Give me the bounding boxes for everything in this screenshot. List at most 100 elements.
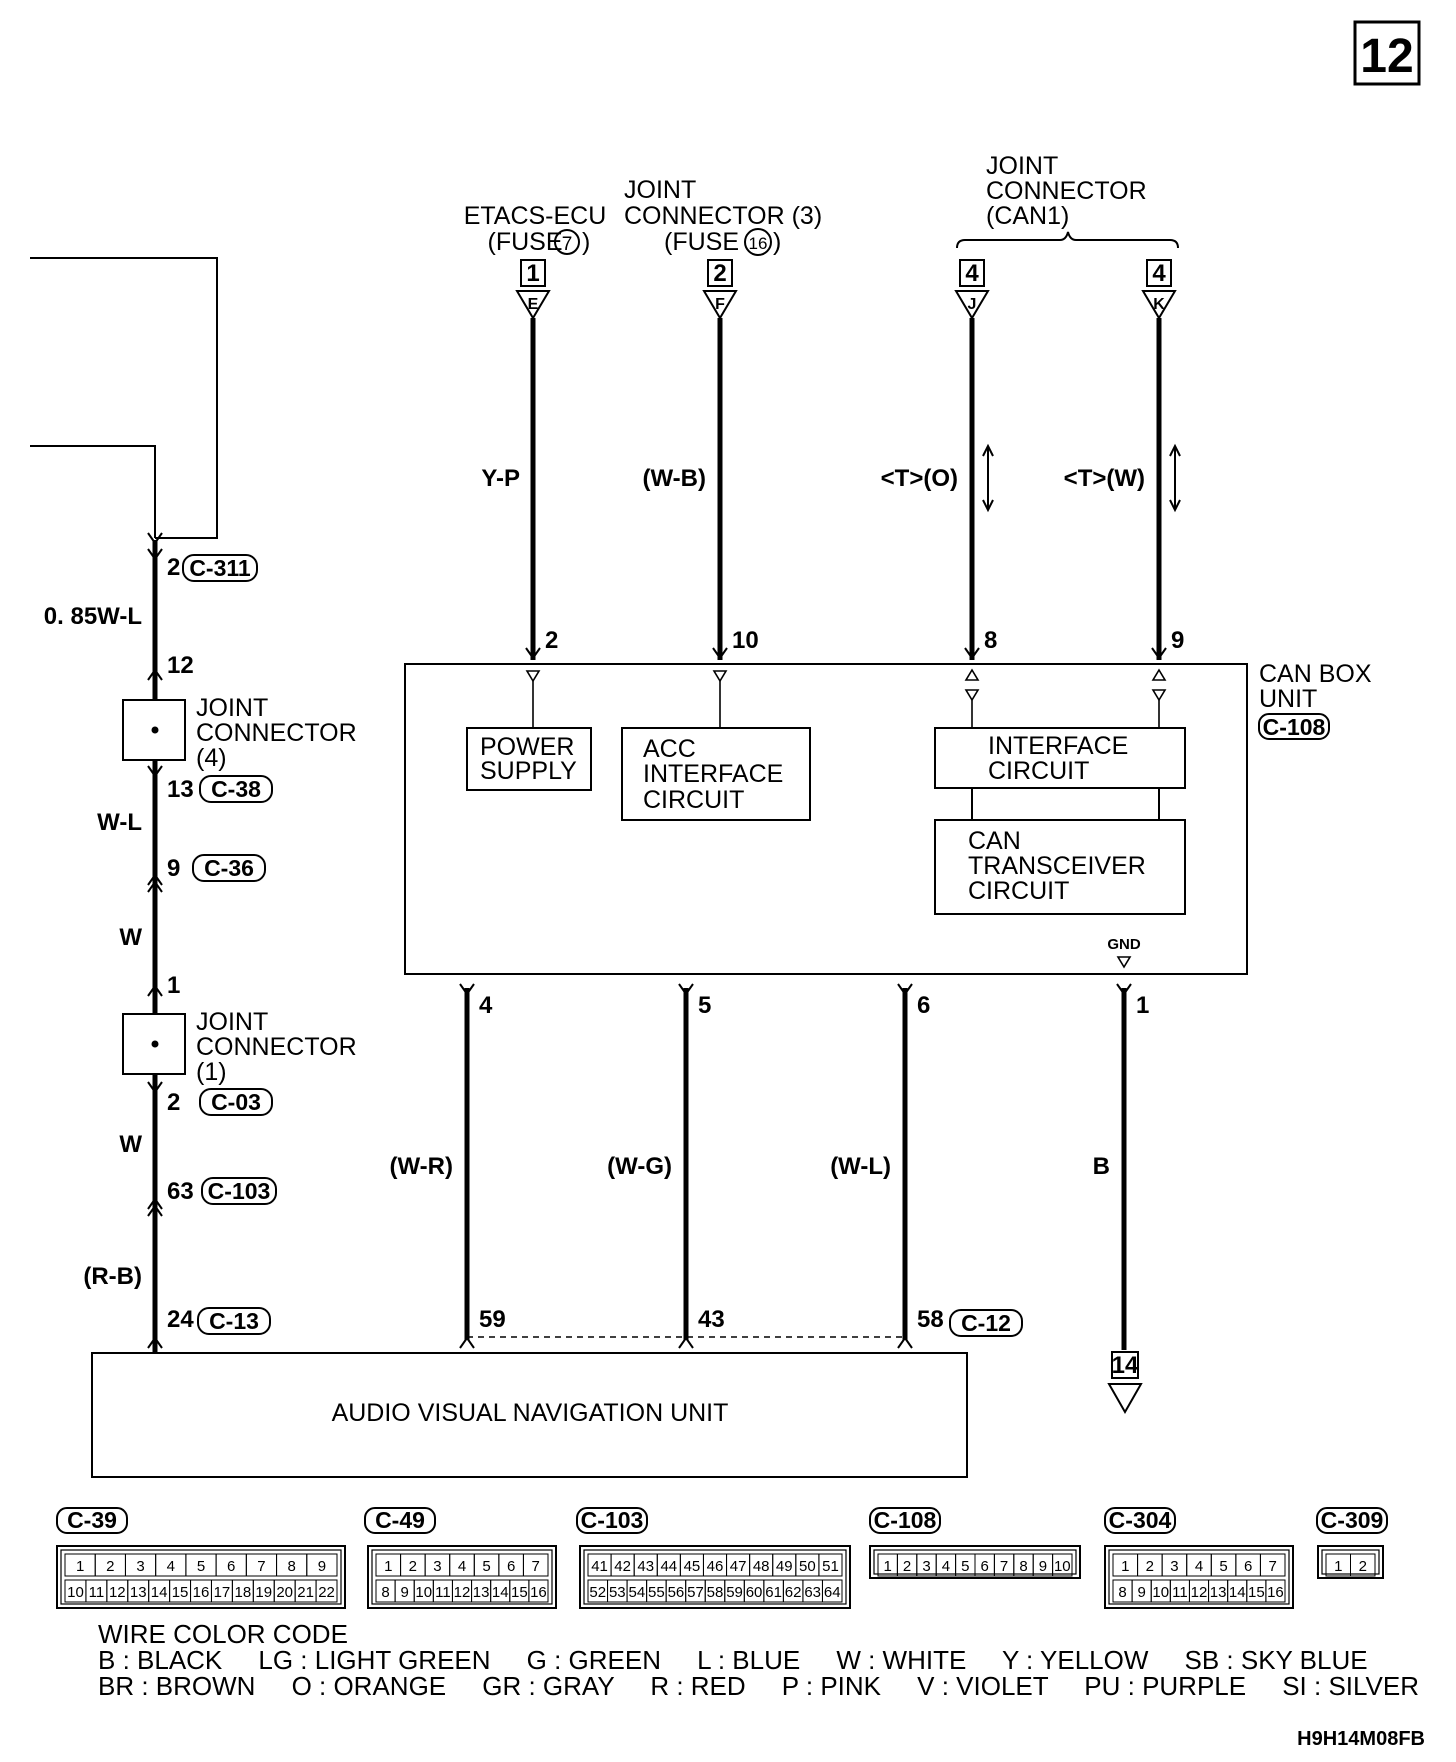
connector-pin-label: 2 <box>903 1558 911 1575</box>
svg-text:14: 14 <box>1112 1352 1139 1379</box>
top-wire-terminal-marks <box>525 647 1167 660</box>
connector-pin-label: 6 <box>507 1558 515 1575</box>
wire-label-y-p: Y-P <box>481 465 520 492</box>
connector-pin-label: 18 <box>235 1584 252 1601</box>
connector-pin-label: 11 <box>435 1584 451 1601</box>
connector-view-id: C-103 <box>581 1507 644 1533</box>
connector-pin-label: 8 <box>1118 1584 1126 1601</box>
joint-connector-4: 12 JOINT CONNECTOR (4) 13 C-38 <box>122 652 357 803</box>
wire-label-b: B <box>1093 1153 1110 1180</box>
svg-text:7: 7 <box>562 234 573 255</box>
connector-pin-label: 6 <box>981 1558 989 1575</box>
connector-pin-label: 16 <box>530 1584 547 1601</box>
connector-pin-label: 1 <box>1121 1558 1129 1575</box>
svg-text:C-03: C-03 <box>211 1089 261 1115</box>
svg-text:CAN BOX: CAN BOX <box>1259 660 1372 688</box>
svg-text:): ) <box>773 228 781 256</box>
svg-text:POWER: POWER <box>480 733 574 761</box>
connector-pin-label: 15 <box>1248 1584 1265 1601</box>
wire-label-w-b: (W-B) <box>643 465 706 492</box>
svg-text:4: 4 <box>965 260 979 287</box>
connector-c12-id: C-12 <box>949 1309 1023 1337</box>
svg-text:2: 2 <box>167 554 180 581</box>
connector-view-id: C-304 <box>1109 1507 1172 1533</box>
wire-label-w-l-left: W-L <box>97 809 142 836</box>
svg-text:JOINT: JOINT <box>196 694 268 722</box>
wire-label-w-g: (W-G) <box>607 1153 672 1180</box>
connector-pin-label: 64 <box>824 1584 841 1601</box>
wire-label-w-r: (W-R) <box>390 1153 453 1180</box>
connector-view-id: C-309 <box>1321 1507 1384 1533</box>
connector-pin-label: 10 <box>415 1584 432 1601</box>
connector-pin-label: 60 <box>746 1584 763 1601</box>
svg-text:TRANSCEIVER: TRANSCEIVER <box>968 852 1146 880</box>
svg-text:ACC: ACC <box>643 735 696 763</box>
connector-pin-label: 11 <box>89 1584 105 1601</box>
connector-pin-label: 14 <box>492 1584 509 1601</box>
svg-text:63: 63 <box>167 1178 194 1205</box>
wire-label-w-l: (W-L) <box>830 1153 891 1180</box>
connector-pin-label: 54 <box>629 1584 646 1601</box>
connector-pin-label: 14 <box>151 1584 168 1601</box>
svg-text:(4): (4) <box>196 744 227 772</box>
connector-pin-label: 16 <box>193 1584 210 1601</box>
connector-pin-label: 3 <box>433 1558 441 1575</box>
joint-connector-1: 1 JOINT CONNECTOR (1) 2 C-03 <box>122 972 357 1116</box>
ground-continuation: 14 <box>1107 1351 1143 1415</box>
connector-pin-label: 1 <box>1334 1558 1342 1575</box>
svg-text:CIRCUIT: CIRCUIT <box>968 877 1069 905</box>
connector-pin-label: 21 <box>297 1584 314 1601</box>
connector-pin-label: 22 <box>318 1584 335 1601</box>
svg-text:AUDIO VISUAL NAVIGATION UNIT: AUDIO VISUAL NAVIGATION UNIT <box>332 1399 729 1427</box>
connector-pin-label: 15 <box>511 1584 528 1601</box>
left-frame-lines <box>30 257 218 539</box>
connector-pin-label: 4 <box>942 1558 950 1575</box>
can-signal-arrows <box>982 443 1181 513</box>
svg-text:C-13: C-13 <box>209 1308 259 1334</box>
wire-label-w-1: W <box>119 924 142 951</box>
connector-pin-label: 41 <box>591 1558 608 1575</box>
joint-connector-can1-label: JOINT CONNECTOR (CAN1) <box>956 152 1179 249</box>
svg-text:(CAN1): (CAN1) <box>986 202 1069 230</box>
connector-pin-label: 13 <box>473 1584 490 1601</box>
svg-text:BR : BROWN O : ORANGE: BR : BROWN O : ORANGE GR : GRAY R : RED … <box>98 1671 1419 1701</box>
connector-pin-label: 50 <box>799 1558 816 1575</box>
svg-text:CAN: CAN <box>968 827 1021 855</box>
pin-8: 8 <box>984 627 997 654</box>
connector-pin-label: 44 <box>660 1558 677 1575</box>
svg-text:16: 16 <box>749 234 768 253</box>
svg-text:24: 24 <box>167 1306 194 1333</box>
svg-text:1: 1 <box>526 260 539 287</box>
svg-text:CONNECTOR: CONNECTOR <box>986 177 1147 205</box>
can-box-unit <box>404 663 1248 975</box>
connector-pin-label: 9 <box>318 1558 326 1575</box>
audio-visual-navigation-unit: AUDIO VISUAL NAVIGATION UNIT <box>91 1352 968 1478</box>
svg-text:(1): (1) <box>196 1058 227 1086</box>
connector-pin-label: 7 <box>532 1558 540 1575</box>
figure-code: H9H14M08FB <box>1297 1728 1425 1750</box>
svg-text:JOINT: JOINT <box>986 152 1058 180</box>
power-supply-box: POWER SUPPLY <box>466 727 592 791</box>
connector-pin-label: 4 <box>167 1558 175 1575</box>
pin-58: 58 <box>917 1306 944 1333</box>
connector-pin-label: 57 <box>687 1584 704 1601</box>
connector-pin-label: 5 <box>482 1558 490 1575</box>
connector-pin-label: 13 <box>1210 1584 1227 1601</box>
connector-pin-label: 9 <box>1039 1558 1047 1575</box>
svg-text:UNIT: UNIT <box>1259 685 1317 713</box>
connector-pin-label: 58 <box>707 1584 724 1601</box>
pin-43: 43 <box>698 1306 725 1333</box>
connector-pin-label: 51 <box>822 1558 839 1575</box>
pin-2: 2 <box>545 627 558 654</box>
svg-text:INTERFACE: INTERFACE <box>988 732 1128 760</box>
wire-label-r-b: (R-B) <box>83 1263 142 1290</box>
connector-pin-label: 5 <box>197 1558 205 1575</box>
svg-text:12: 12 <box>1360 30 1413 83</box>
connector-pin-label: 48 <box>753 1558 770 1575</box>
svg-text:ETACS-ECU: ETACS-ECU <box>464 202 607 230</box>
